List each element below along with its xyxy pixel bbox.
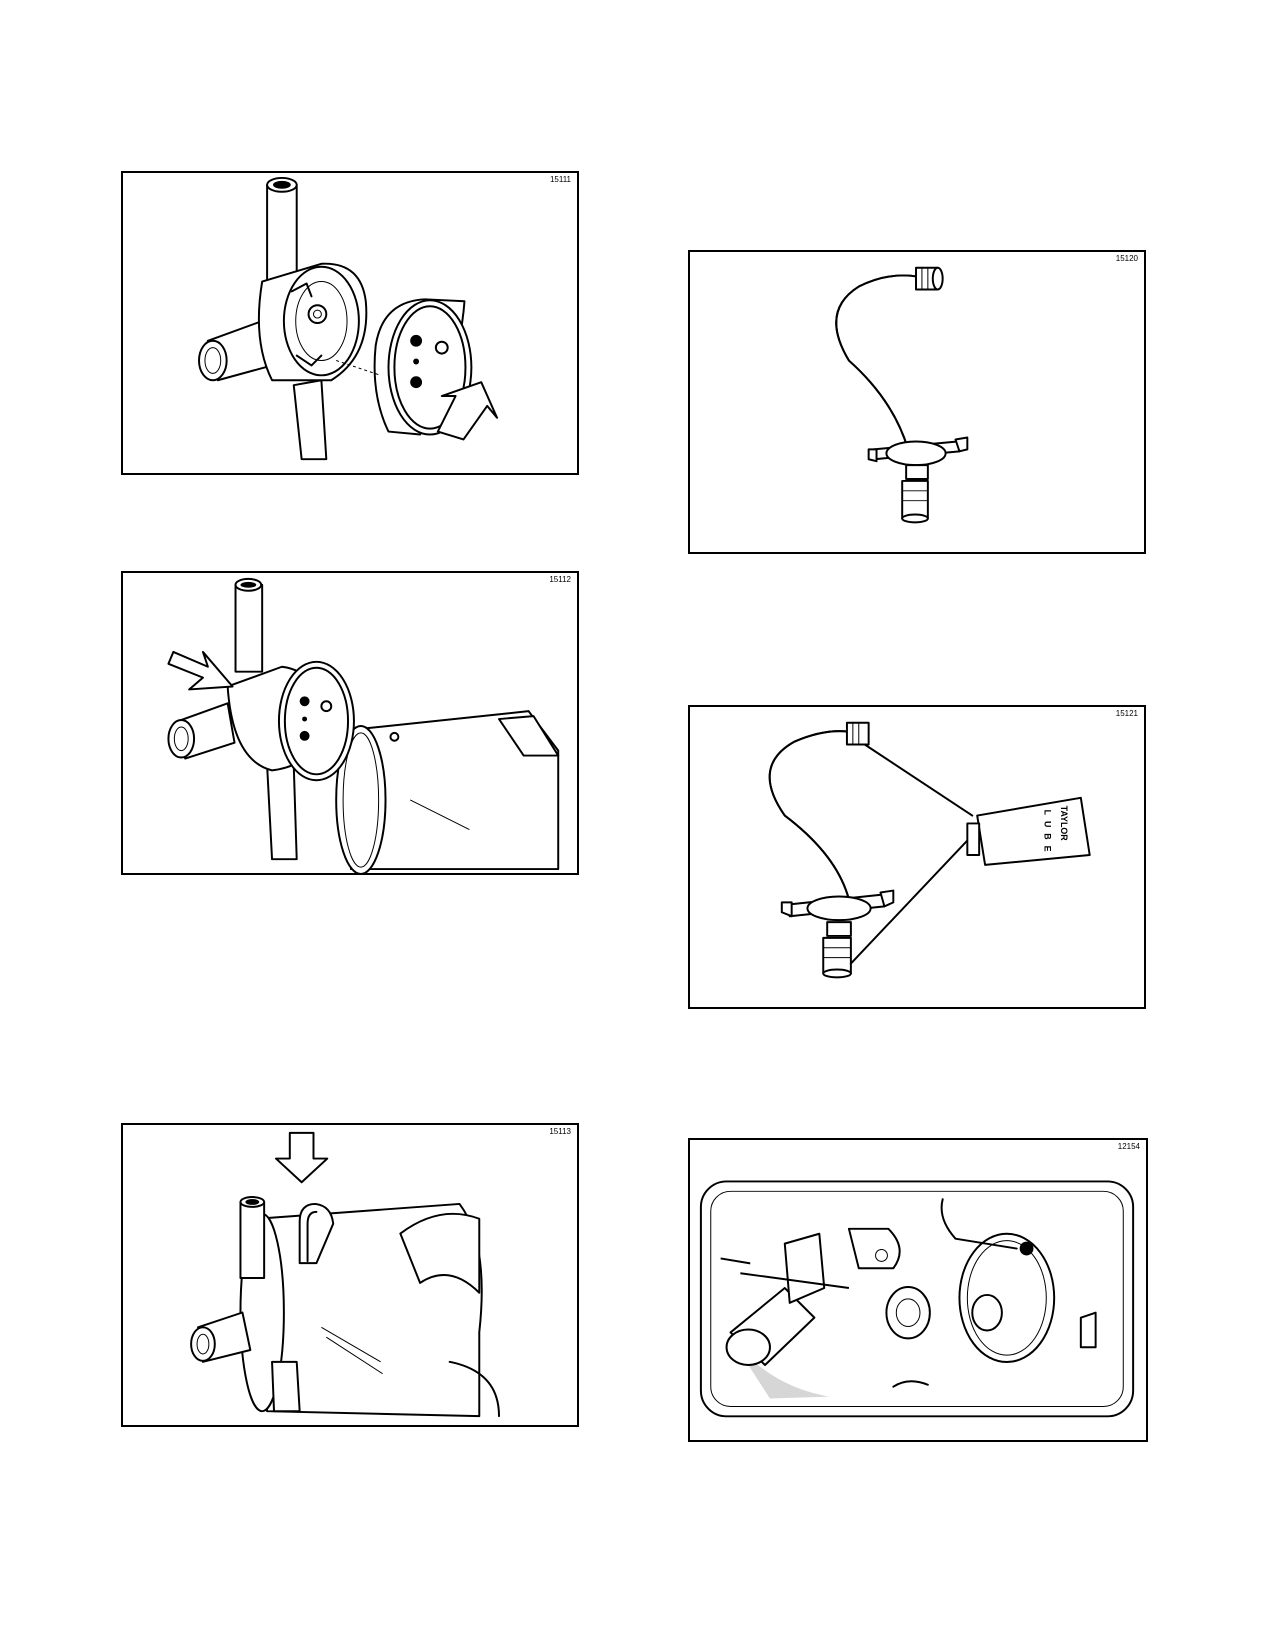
figure-number: 15113 — [549, 1127, 571, 1136]
figure-number: 15112 — [549, 575, 571, 584]
lube-product-label: LUBE — [1042, 810, 1052, 858]
lube-brand-label: TAYLOR — [1059, 806, 1069, 842]
valve-seal-assembled-illustration — [167, 577, 560, 873]
figure-15121: 15121 TAYLOR LUBE — [688, 705, 1146, 1009]
figure-number: 15120 — [1115, 254, 1138, 263]
s-tube-lube-illustration: TAYLOR LUBE — [768, 721, 1091, 979]
figure-15112: 15112 — [121, 571, 579, 875]
parts-in-pan-illustration — [699, 1180, 1135, 1418]
figure-15120: 15120 — [688, 250, 1146, 554]
figure-number: 15121 — [1115, 709, 1138, 718]
figure-12154: 12154 — [688, 1138, 1148, 1442]
retaining-pin-illustration — [190, 1131, 501, 1418]
valve-body-illustration — [198, 176, 499, 461]
lube-tube: TAYLOR LUBE — [1042, 806, 1069, 858]
figure-number: 12154 — [1117, 1142, 1140, 1151]
s-tube-illustration — [835, 266, 969, 524]
figure-15113: 15113 — [121, 1123, 579, 1427]
figure-15111: 15111 — [121, 171, 579, 475]
figure-number: 15111 — [549, 175, 571, 184]
